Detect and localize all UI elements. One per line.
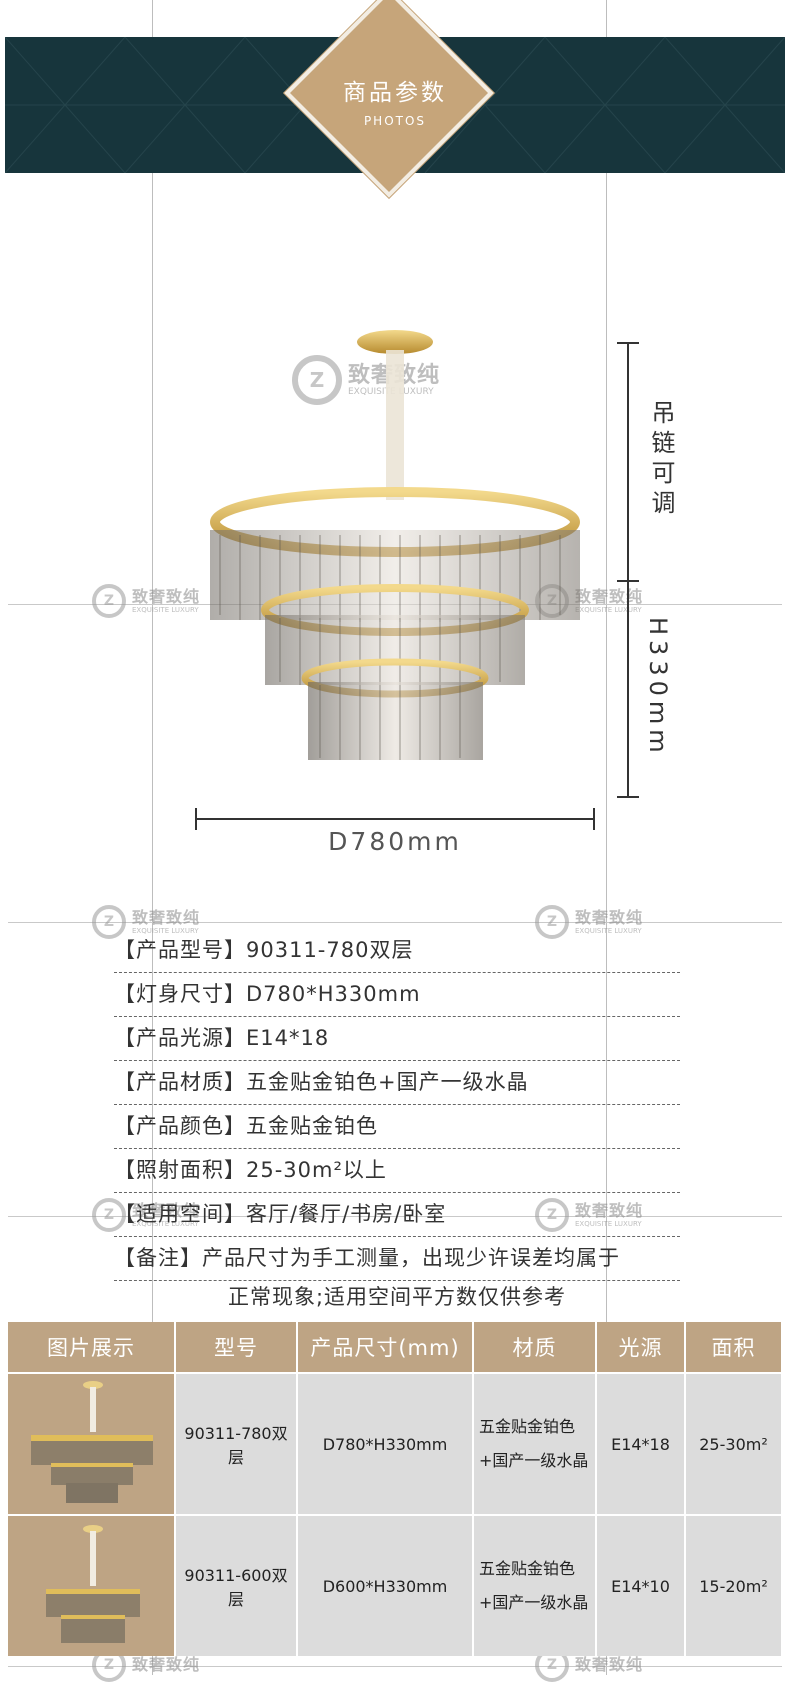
watermark-logo-icon: Z [92, 1198, 126, 1232]
table-row: 90311-600双层 D600*H330mm 五金贴金铂色+国产一级水晶 E1… [8, 1514, 783, 1656]
banner-title-block: 商品参数 PHOTOS [300, 78, 490, 128]
table-cell-size: D600*H330mm [297, 1514, 474, 1656]
spec-model: 【产品型号】90311-780双层 [114, 929, 680, 973]
spec-note-continuation: 正常现象;适用空间平方数仅供参考 [227, 1285, 567, 1309]
product-thumbnail-cell [8, 1514, 176, 1656]
spec-space: 【适用空间】客厅/餐厅/书房/卧室 [114, 1193, 680, 1237]
watermark-logo-icon: Z [535, 1198, 569, 1232]
spec-note: 【备注】产品尺寸为手工测量，出现少许误差均属于 [114, 1237, 680, 1281]
table-cell-material: 五金贴金铂色+国产一级水晶 [473, 1514, 597, 1656]
spec-material: 【产品材质】五金贴金铂色+国产一级水晶 [114, 1061, 680, 1105]
spec-size: 【灯身尺寸】D780*H330mm [114, 973, 680, 1017]
height-label: H330mm [644, 617, 672, 758]
banner-subtitle: PHOTOS [363, 114, 427, 128]
guide-line-h3 [8, 1216, 782, 1217]
table-cell-light: E14*18 [596, 1372, 686, 1515]
guide-line-h2 [8, 922, 782, 923]
table-cell-light: E14*10 [596, 1514, 686, 1656]
table-header: 材质 [473, 1322, 597, 1373]
watermark-logo-icon: Z [535, 905, 569, 939]
diameter-dimension-line [195, 818, 595, 820]
dimension-tick [195, 808, 197, 830]
chain-adjustable-label: 吊链可调 [647, 400, 675, 520]
product-table: 图片展示 型号 产品尺寸(mm) 材质 光源 面积 90311-780双层 [8, 1322, 783, 1656]
dimension-tick [617, 796, 639, 798]
table-cell-model: 90311-780双层 [175, 1372, 298, 1515]
spec-light-source: 【产品光源】E14*18 [114, 1017, 680, 1061]
table-header: 光源 [596, 1322, 686, 1373]
table-cell-model: 90311-600双层 [175, 1514, 298, 1656]
table-cell-size: D780*H330mm [297, 1372, 474, 1515]
dimension-tick [593, 808, 595, 830]
dimension-tick [617, 342, 639, 344]
watermark-logo-icon: Z [92, 905, 126, 939]
height-dimension-line [627, 342, 629, 797]
diameter-label: D780mm [328, 827, 462, 856]
table-header: 面积 [685, 1322, 783, 1373]
table-cell-area: 25-30m² [685, 1372, 783, 1515]
guide-line-right [606, 0, 607, 1675]
guide-line-h4 [8, 1666, 782, 1667]
watermark-logo-icon: Z [292, 355, 342, 405]
table-header: 产品尺寸(mm) [297, 1322, 474, 1373]
guide-line-left [152, 0, 153, 1675]
table-header: 型号 [175, 1322, 298, 1373]
chandelier-image [210, 330, 580, 760]
spec-color: 【产品颜色】五金贴金铂色 [114, 1105, 680, 1149]
watermark-logo-icon: Z [92, 584, 126, 618]
product-thumbnail [31, 1381, 153, 1503]
product-thumbnail-cell [8, 1372, 176, 1515]
table-header: 图片展示 [8, 1322, 176, 1373]
table-cell-area: 15-20m² [685, 1514, 783, 1656]
banner-title: 商品参数 [343, 80, 447, 106]
product-thumbnail [46, 1525, 140, 1643]
spec-area: 【照射面积】25-30m²以上 [114, 1149, 680, 1193]
table-header-row: 图片展示 型号 产品尺寸(mm) 材质 光源 面积 [8, 1322, 783, 1373]
table-cell-material: 五金贴金铂色+国产一级水晶 [473, 1372, 597, 1515]
dimension-tick [617, 580, 639, 582]
table-row: 90311-780双层 D780*H330mm 五金贴金铂色+国产一级水晶 E1… [8, 1372, 783, 1515]
